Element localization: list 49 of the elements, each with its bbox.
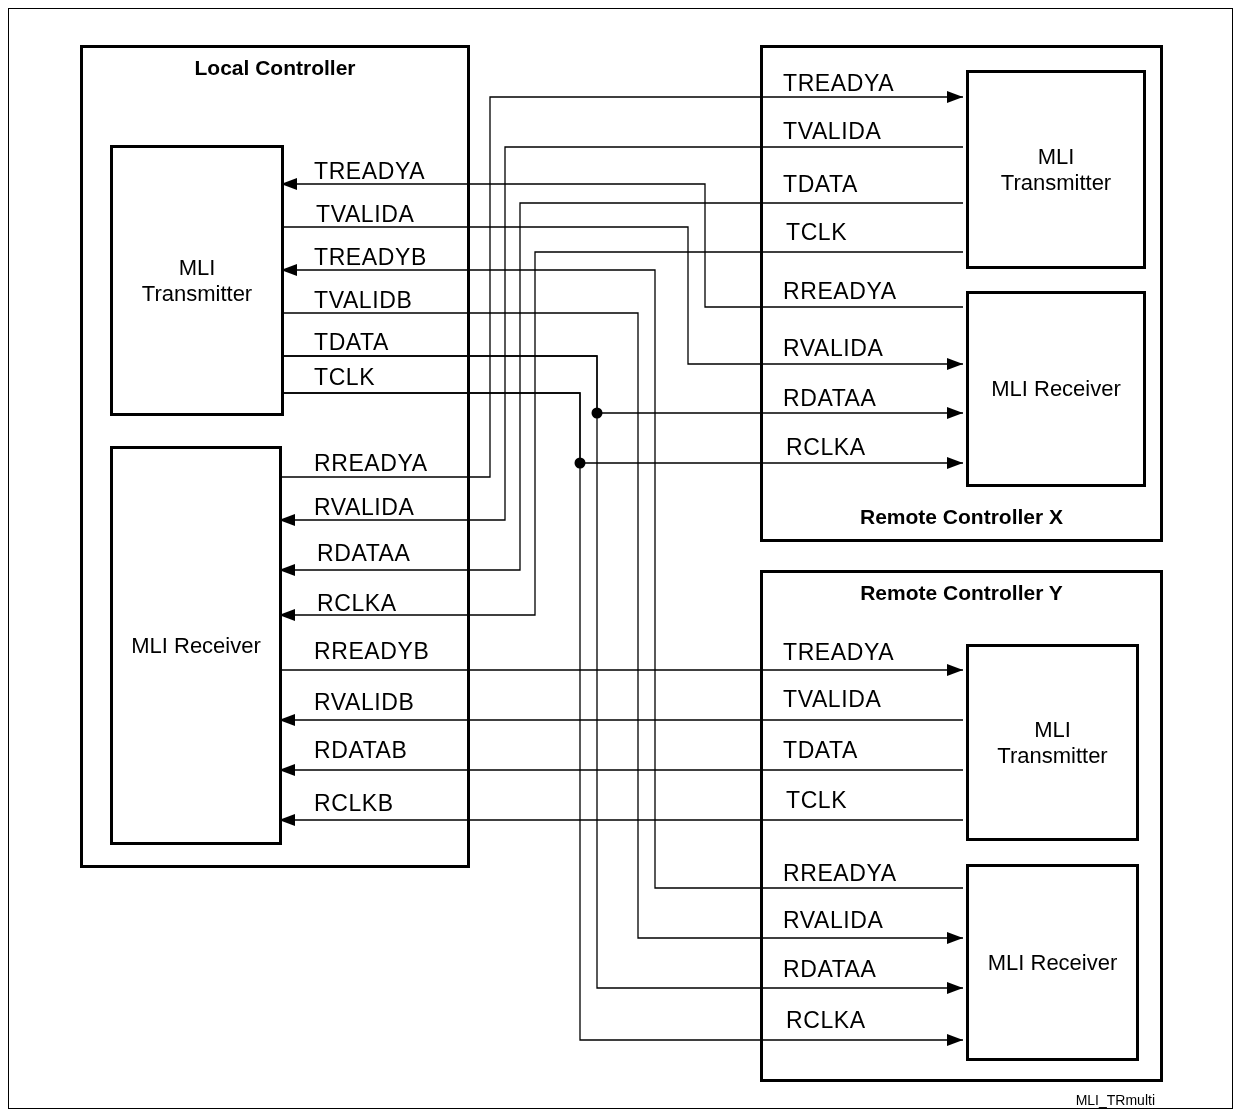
signal-name: RVALIDA	[783, 907, 884, 933]
signal-name: RDATAA	[783, 956, 877, 982]
signal-name: TREADYA	[783, 70, 895, 96]
signal-name: TREADYA	[314, 158, 426, 184]
block-label: MLI Transmitter	[996, 716, 1109, 769]
controller-title: Local Controller	[194, 56, 356, 80]
signal-name: RDATAA	[783, 385, 877, 411]
signal-name: TVALIDA	[783, 118, 882, 144]
receiver-block	[966, 864, 1139, 1061]
signal-name: RREADYA	[783, 278, 897, 304]
signal-name: TVALIDB	[314, 287, 413, 313]
signal-name: RCLKA	[786, 1007, 866, 1033]
controller-title: Remote Controller X	[860, 505, 1063, 529]
controller-box	[80, 45, 470, 868]
signal-name: TCLK	[786, 219, 848, 245]
signal-name: TDATA	[783, 737, 858, 763]
block-label: MLI Receiver	[986, 949, 1119, 976]
signal-name: TVALIDA	[783, 686, 882, 712]
transmitter-block	[966, 70, 1146, 269]
signal-name: TCLK	[786, 787, 848, 813]
controller-title: Remote Controller Y	[860, 581, 1063, 605]
block-label: MLI Receiver	[990, 376, 1122, 402]
figure-id: MLI_TRmulti	[1075, 1092, 1155, 1108]
receiver-block	[966, 291, 1146, 487]
signal-name: RREADYA	[314, 450, 428, 476]
transmitter-block	[110, 145, 284, 416]
signal-name: TDATA	[783, 171, 858, 197]
signal-name: RCLKA	[786, 434, 866, 460]
signal-name: RVALIDB	[314, 689, 415, 715]
signal-name: RCLKA	[317, 590, 397, 616]
receiver-block	[110, 446, 282, 845]
signal-name: TCLK	[314, 364, 376, 390]
signal-name: TREADYB	[314, 244, 427, 270]
block-label: MLI Transmitter	[140, 254, 254, 307]
signal-name: RREADYB	[314, 638, 430, 664]
block-label: MLI Receiver	[130, 632, 262, 659]
controller-box	[760, 45, 1163, 542]
signal-name: TDATA	[314, 329, 389, 355]
signal-name: RDATAB	[314, 737, 408, 763]
signal-name: RCLKB	[314, 790, 394, 816]
transmitter-block	[966, 644, 1139, 841]
signal-name: TREADYA	[783, 639, 895, 665]
controller-box	[760, 570, 1163, 1082]
signal-name: RDATAA	[317, 540, 411, 566]
signal-name: RVALIDA	[783, 335, 884, 361]
block-label: MLI Transmitter	[999, 143, 1113, 196]
signal-name: RVALIDA	[314, 494, 415, 520]
signal-name: TVALIDA	[316, 201, 415, 227]
signal-name: RREADYA	[783, 860, 897, 886]
